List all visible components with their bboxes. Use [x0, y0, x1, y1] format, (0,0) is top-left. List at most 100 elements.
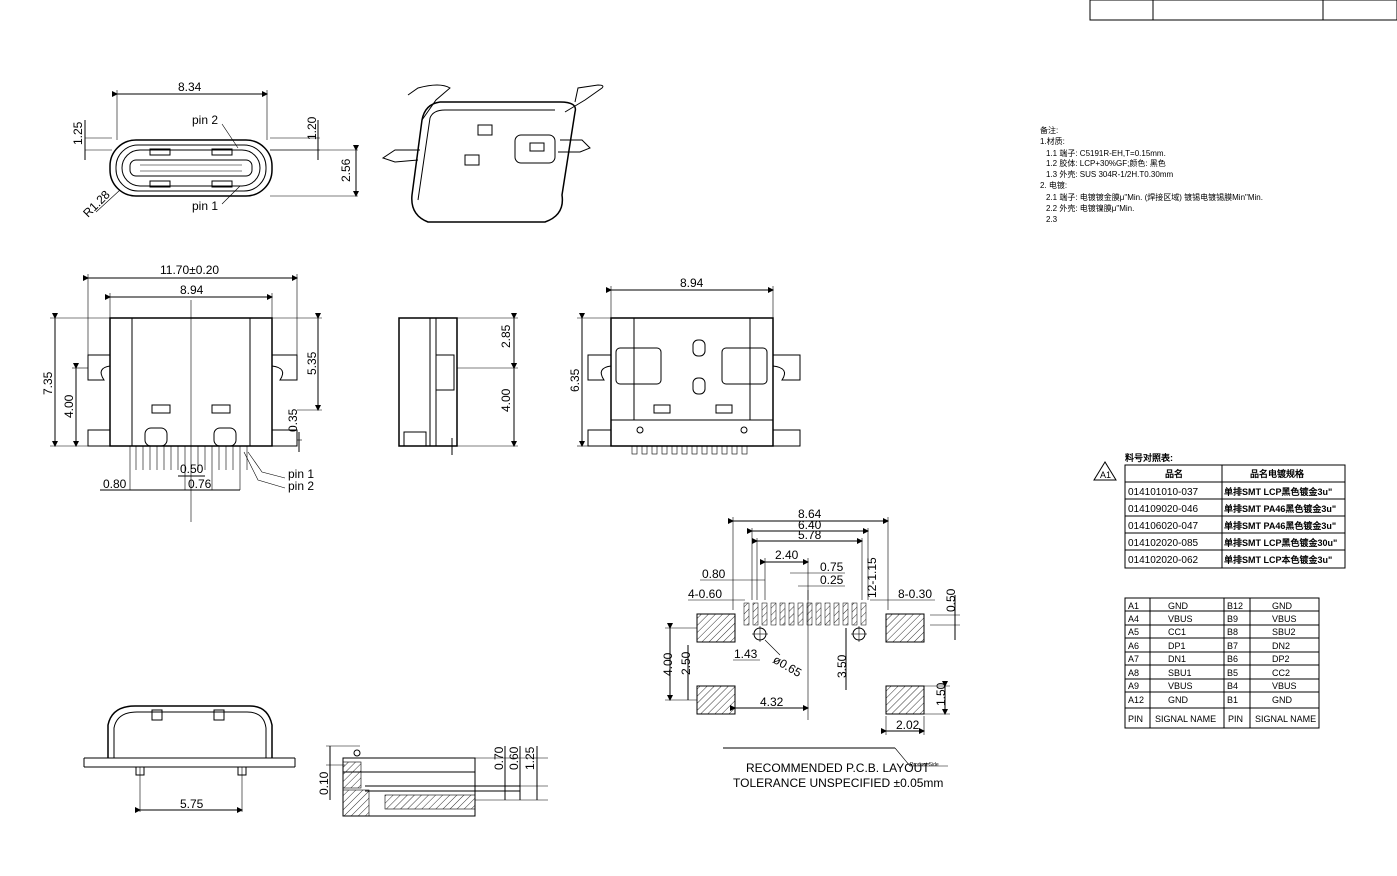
pin-cell: A1 — [1128, 601, 1139, 611]
pin-table-footer: PIN — [1228, 714, 1243, 724]
pin-table-footer: PIN — [1128, 714, 1143, 724]
pin-cell: VBUS — [1272, 681, 1297, 691]
title-block — [1089, 0, 1397, 21]
pcb-d16: 3.50 — [835, 654, 849, 678]
pcb-caption-1: RECOMMENDED P.C.B. LAYOUT — [746, 761, 930, 775]
section-d4: 1.25 — [523, 746, 537, 770]
pin-cell: B12 — [1227, 601, 1243, 611]
pcb-d17: 4.32 — [760, 695, 784, 709]
top-view: 8.34 1.25 1.20 2.56 pin 2 pin 1 R1.28 — [71, 80, 359, 220]
pin-cell: B4 — [1227, 681, 1238, 691]
pin-cell: A4 — [1128, 614, 1139, 624]
pin-cell: DP1 — [1168, 641, 1186, 651]
pin-cell: GND — [1272, 601, 1293, 611]
pin-cell: DN1 — [1168, 654, 1186, 664]
pcb-product-side: Product Side — [910, 762, 939, 768]
front-height-b: 4.00 — [62, 394, 76, 418]
pin-cell: A12 — [1128, 695, 1144, 705]
front-pin2: pin 2 — [288, 479, 314, 493]
bottom-height: 6.35 — [568, 368, 582, 392]
pin-table-footer: SIGNAL NAME — [1155, 714, 1216, 724]
front-body-width: 8.94 — [180, 283, 204, 297]
pin-cell: A7 — [1128, 654, 1139, 664]
pcb-d6: 0.25 — [820, 573, 844, 587]
pcb-mount-pad-tr — [885, 613, 925, 643]
front-total-width: 11.70±0.20 — [160, 263, 219, 277]
bottom-pins — [631, 445, 748, 455]
section-d1: 0.10 — [317, 771, 331, 795]
front-pitch-b: 0.76 — [188, 477, 212, 491]
front-height: 7.35 — [41, 371, 55, 395]
pin-cell: B1 — [1227, 695, 1238, 705]
pin-cell: GND — [1272, 695, 1293, 705]
top-width-dim: 8.34 — [178, 80, 202, 94]
isometric-view — [381, 84, 604, 223]
pcb-d10: 8-0.30 — [898, 587, 932, 601]
pcb-d4: 2.40 — [775, 548, 799, 562]
pin-cell: B9 — [1227, 614, 1238, 624]
pin-cell: SBU2 — [1272, 627, 1296, 637]
rear-view: 5.75 — [83, 705, 296, 813]
pin-cell: SBU1 — [1168, 668, 1192, 678]
part-table-rev: A1 — [1100, 470, 1111, 480]
notes-line-6: 2.1 端子: 电镀镀金膜μ"Min. (焊接区域) 镀锡电镀锡膜Min"Min… — [1046, 192, 1263, 202]
section-view: 0.10 0.70 0.60 1.25 — [317, 745, 548, 817]
pcb-d15: ø0.65 — [771, 652, 805, 680]
section-d3: 0.60 — [507, 746, 521, 770]
pcb-d13: 2.50 — [679, 651, 693, 675]
front-view: 11.70±0.20 8.94 — [41, 263, 322, 522]
side-dim-a: 2.85 — [499, 324, 513, 348]
top-pin2-label: pin 2 — [192, 113, 218, 127]
pcb-d8: 4-0.60 — [688, 587, 722, 601]
notes: 备注: 1.材质: 1.1 端子: C5191R-EH,T=0.15mm. 1.… — [1040, 125, 1263, 224]
side-view: 2.85 4.00 — [398, 313, 518, 455]
pin-cell: CC1 — [1168, 627, 1186, 637]
bottom-view: 8.94 6. — [568, 276, 801, 455]
pcb-d7: 0.80 — [702, 567, 726, 581]
front-pitch-a: 0.50 — [180, 462, 204, 476]
pcb-mount-pad-bl — [696, 685, 736, 715]
pcb-mount-pad-br — [885, 685, 925, 715]
pcb-d14: 1.43 — [734, 647, 758, 661]
pcb-d3: 5.78 — [798, 528, 822, 542]
notes-line-1: 1.材质: — [1040, 136, 1065, 146]
pin-cell: A8 — [1128, 668, 1139, 678]
pcb-d11: 0.50 — [944, 588, 958, 612]
section-d2: 0.70 — [492, 746, 506, 770]
front-pin1: pin 1 — [288, 467, 314, 481]
pin-cell: B5 — [1227, 668, 1238, 678]
part-row-5-spec: 单排SMT LCP本色镀金3u" — [1224, 554, 1332, 565]
part-table-title: 料号对照表: — [1125, 452, 1173, 463]
pcb-d1: 8.64 — [798, 507, 822, 521]
pin-cell: CC2 — [1272, 668, 1290, 678]
pin-cell: DP2 — [1272, 654, 1290, 664]
pin-cell: B8 — [1227, 627, 1238, 637]
part-row-3-code: 014106020-047 — [1128, 521, 1199, 532]
pin-cell: VBUS — [1168, 614, 1193, 624]
part-table-header-spec: 品名电镀规格 — [1250, 468, 1305, 479]
front-right-b: 0.35 — [286, 408, 300, 432]
part-row-3-spec: 单排SMT PA46黑色镀金3u" — [1224, 520, 1336, 531]
part-row-1-code: 014101010-037 — [1128, 487, 1199, 498]
pcb-d12: 4.00 — [661, 652, 675, 676]
notes-title: 备注: — [1040, 125, 1058, 135]
front-pins — [129, 446, 248, 490]
notes-line-5: 2. 电镀: — [1040, 180, 1067, 190]
pin-cell: GND — [1168, 695, 1189, 705]
pcb-d2: 6.40 — [798, 518, 822, 532]
pin-cell: B7 — [1227, 641, 1238, 651]
pin-cell: DN2 — [1272, 641, 1290, 651]
top-pin1-label: pin 1 — [192, 199, 218, 213]
pcb-caption-2: TOLERANCE UNSPECIFIED ±0.05mm — [733, 776, 943, 790]
pin-cell: VBUS — [1272, 614, 1297, 624]
notes-line-2: 1.1 端子: C5191R-EH,T=0.15mm. — [1046, 148, 1166, 158]
part-row-1-spec: 单排SMT LCP黑色镀金3u" — [1224, 486, 1332, 497]
notes-line-8: 2.3 — [1046, 215, 1058, 224]
pin-cell: A5 — [1128, 627, 1139, 637]
notes-line-7: 2.2 外壳: 电镀镍膜μ"Min. — [1046, 203, 1134, 213]
pin-cell: A6 — [1128, 641, 1139, 651]
top-right-dim-a: 1.20 — [305, 116, 319, 140]
pin-cell: A9 — [1128, 681, 1139, 691]
